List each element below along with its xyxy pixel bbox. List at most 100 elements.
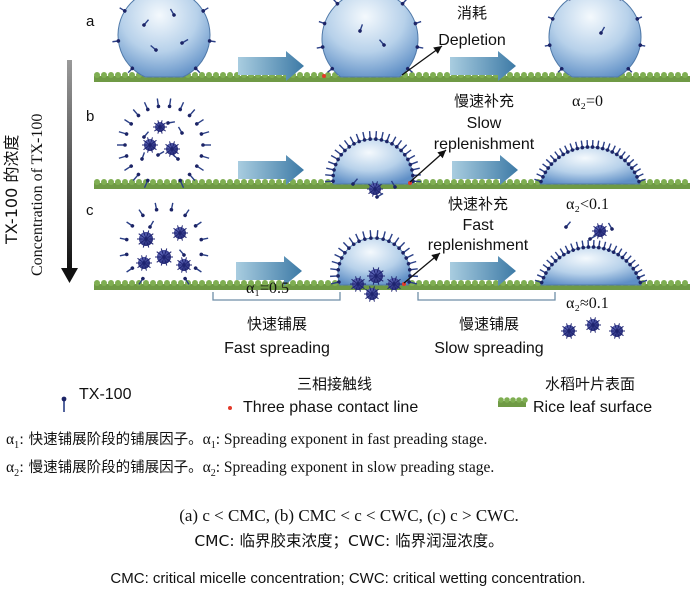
contact-point-a	[322, 74, 326, 78]
surface-molecule	[119, 252, 129, 257]
surface-molecule	[637, 178, 646, 184]
surface-molecule	[626, 66, 633, 73]
row-label-a: a	[86, 13, 95, 30]
note-alpha1-sub: 1	[14, 440, 20, 452]
surface-molecule	[330, 280, 341, 285]
surface-molecule	[415, 45, 424, 49]
micelle	[367, 181, 383, 197]
surface-molecule	[399, 144, 408, 153]
surface-molecule	[404, 253, 414, 260]
surface-molecule	[408, 161, 419, 167]
surface-molecule	[549, 154, 557, 163]
surface-molecule	[118, 131, 129, 136]
droplet-b-2	[325, 131, 421, 199]
alpha1-c: α₁=0.5	[246, 280, 289, 297]
surface-molecule	[338, 144, 347, 153]
dissolved-molecule	[607, 222, 614, 231]
surface-molecule	[590, 140, 595, 149]
droplet-c-3	[534, 240, 648, 339]
surface-molecule	[623, 154, 631, 163]
axis-title-cn: TX-100 的浓度	[2, 134, 21, 244]
droplet-a-2	[316, 0, 424, 78]
droplets	[112, 0, 648, 339]
micelle	[172, 225, 188, 241]
surface-molecule	[326, 167, 336, 172]
surface-molecule	[591, 240, 596, 249]
contact-point-b	[408, 181, 412, 185]
surface-molecule	[117, 143, 127, 147]
micelle	[350, 276, 366, 292]
surface-molecule	[534, 279, 544, 285]
arrow-c-1	[236, 256, 302, 286]
surface-molecule	[332, 0, 340, 6]
surface-molecule	[343, 139, 352, 149]
dissolved-molecule	[599, 26, 606, 35]
surface-molecule	[626, 158, 635, 166]
surface-molecule	[381, 231, 386, 241]
dissolved-molecule	[378, 39, 386, 47]
surface-molecule	[193, 266, 202, 273]
surface-molecule	[614, 148, 621, 157]
dissolved-molecule	[148, 220, 155, 229]
label-fast-rep-cn: 快速补充	[447, 195, 509, 213]
surface-molecule	[187, 172, 196, 181]
legend-tx100-icon	[61, 396, 67, 412]
surface-molecule	[348, 237, 356, 247]
note-conditions: (a) c < CMC, (b) CMC < c < CWC, (c) c > …	[179, 506, 519, 525]
surface-molecule	[574, 141, 580, 151]
surface-molecule	[156, 98, 161, 109]
arrow-b-2	[452, 155, 518, 185]
surface-molecule	[390, 136, 397, 146]
surface-molecule	[575, 241, 580, 251]
surface-molecule	[534, 178, 543, 184]
pointer-depletion	[401, 45, 443, 76]
note-alpha2-symbol: α	[6, 459, 15, 476]
micelle	[364, 286, 380, 302]
surface-molecule	[406, 154, 416, 162]
alpha2-c: α₂≈0.1	[566, 295, 609, 312]
surface-molecule	[620, 251, 628, 260]
surface-molecule	[397, 241, 406, 250]
arrow-a-2	[450, 51, 516, 81]
dissolved-molecule	[351, 178, 359, 186]
surface-molecule	[325, 173, 335, 178]
surface-molecule	[602, 241, 607, 251]
surface-molecule	[547, 16, 555, 21]
surface-molecule	[355, 233, 361, 244]
surface-molecule	[183, 276, 190, 285]
surface-molecule	[118, 154, 129, 159]
micelle	[592, 223, 608, 239]
dissolved-molecule	[142, 19, 150, 27]
surface-molecule	[586, 240, 591, 249]
phase-fast-en: Fast spreading	[224, 340, 330, 357]
surface-molecule	[539, 268, 548, 275]
alpha2-b: α₂<0.1	[566, 196, 609, 213]
dissolved-molecule	[142, 131, 150, 139]
legend-contact-line-icon	[228, 406, 232, 410]
arrow-b-1	[238, 155, 304, 185]
micelle	[386, 276, 402, 292]
surface-molecule	[334, 149, 344, 157]
note-alpha1-en: : Spreading exponent in fast preading st…	[215, 431, 488, 448]
pointer-fast-replenishment	[403, 252, 441, 284]
note-alpha2-en: : Spreading exponent in slow preading st…	[215, 459, 495, 476]
surface-molecule	[607, 243, 612, 252]
note-alpha2-sub: 2	[14, 468, 20, 480]
surface-molecule	[628, 259, 636, 267]
label-fast-rep-en1: Fast	[462, 217, 494, 234]
surface-molecule	[570, 243, 575, 252]
surface-molecule	[635, 173, 644, 179]
micelle	[164, 141, 180, 157]
surface-molecule	[401, 247, 410, 255]
dissolved-molecule	[180, 38, 189, 45]
surface-molecule	[538, 168, 548, 175]
surface-molecule	[338, 247, 347, 255]
concentration-arrow-shaft	[67, 60, 72, 270]
surface-molecule	[611, 245, 618, 254]
note-alpha2-sub-2: 2	[210, 468, 216, 480]
surface-molecule	[407, 280, 418, 285]
note-alpha1: α1: 快速铺展阶段的铺展因子。α1: Spreading exponent i…	[6, 432, 487, 451]
legend-tpcl-cn: 三相接触线	[297, 375, 373, 393]
surface-molecule	[636, 274, 646, 280]
